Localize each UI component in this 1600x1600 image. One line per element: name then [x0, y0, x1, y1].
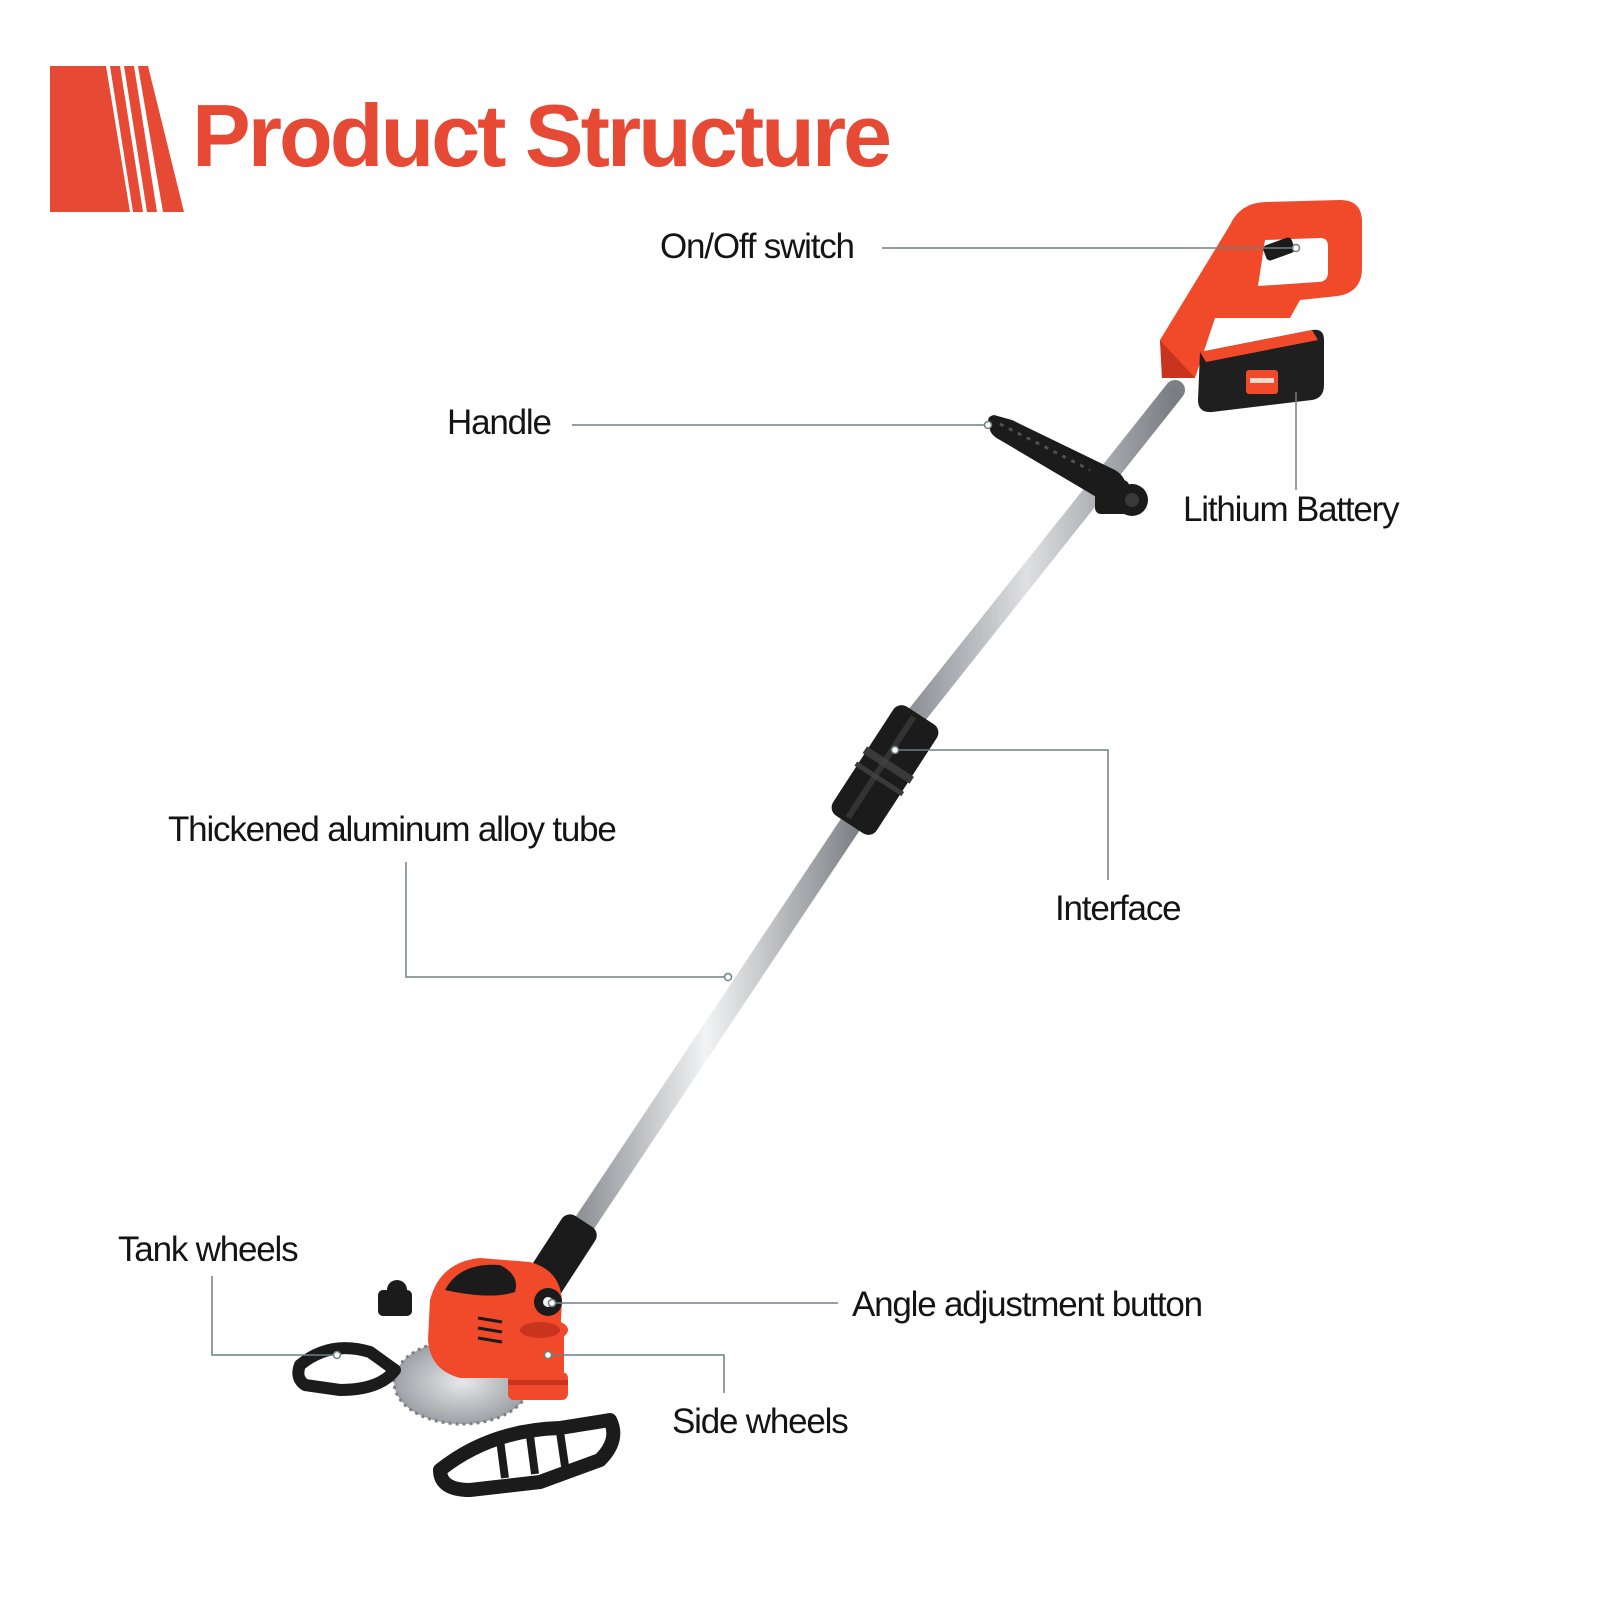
main-handle-body [1160, 200, 1362, 378]
page-title: Product Structure [192, 86, 892, 185]
label-interface: Interface [1055, 889, 1182, 928]
label-handle: Handle [447, 403, 552, 442]
label-tank-wheels: Tank wheels [118, 1230, 299, 1269]
cutting-head [292, 1258, 621, 1497]
leader-dots [332, 243, 1301, 1360]
label-angle-button: Angle adjustment button [852, 1285, 1203, 1324]
label-side-wheels: Side wheels [672, 1402, 849, 1441]
trimmer-illustration [292, 200, 1362, 1497]
interface-coupling [831, 705, 939, 835]
leader-lines [211, 247, 1297, 1393]
leader-interface [895, 749, 1109, 880]
lower-shaft [569, 799, 871, 1241]
leader-tank-wheels [211, 1276, 337, 1356]
logo-mark [50, 66, 184, 212]
label-lithium-battery: Lithium Battery [1183, 490, 1400, 529]
label-tube: Thickened aluminum alloy tube [168, 810, 617, 849]
side-handle [988, 415, 1148, 516]
tank-wheel-right [433, 1413, 621, 1497]
leader-side-wheels [548, 1354, 725, 1393]
battery-pack [1198, 329, 1324, 413]
leader-tube [405, 862, 728, 978]
side-wheel [508, 1318, 568, 1400]
tank-wheel-left [292, 1342, 401, 1396]
label-on-off-switch: On/Off switch [660, 227, 855, 266]
upper-shaft [895, 380, 1185, 740]
